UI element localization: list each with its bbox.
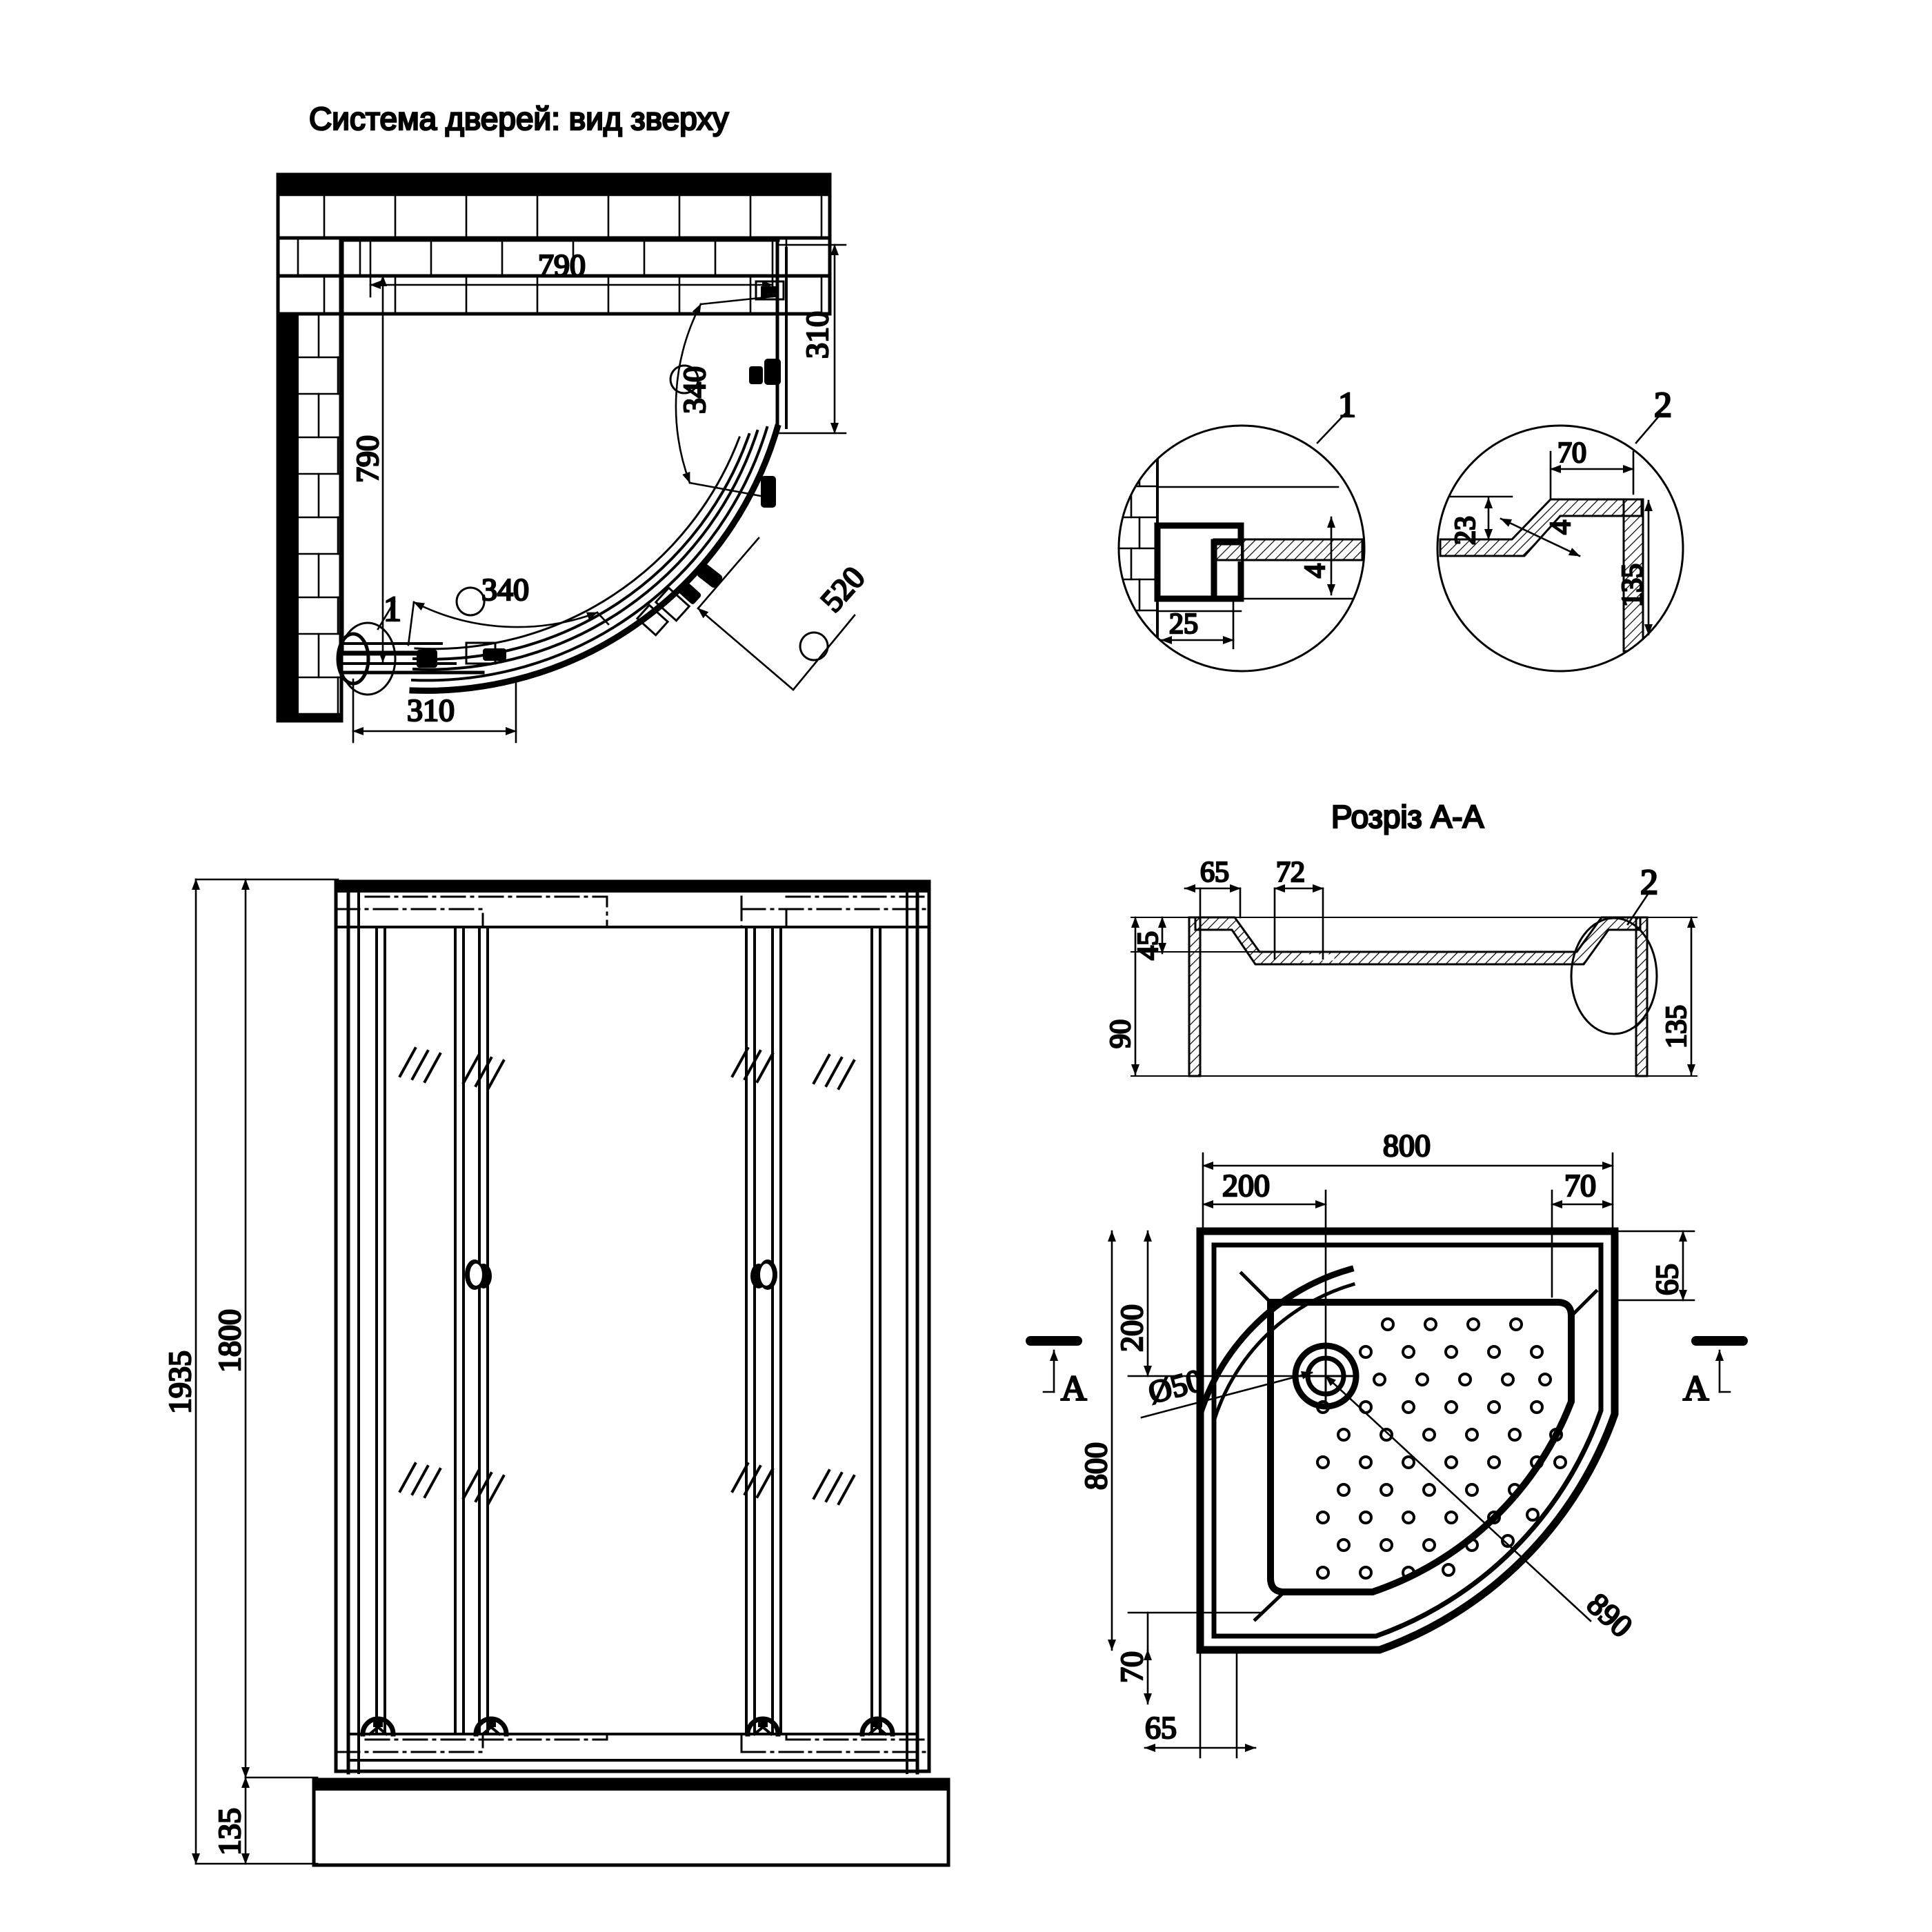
dim-tray-200-left: 200	[1113, 1230, 1326, 1377]
door-handle-left	[465, 1259, 492, 1290]
dim-detail2-23: 23	[1449, 497, 1493, 546]
dim-section-90-text: 90	[1105, 1019, 1137, 1048]
detail-1-label-group: 1	[1316, 385, 1357, 444]
roller-wheels	[360, 1716, 895, 1737]
dim-200-left-text: 200	[1114, 1304, 1149, 1352]
dim-section-90: 90	[1104, 916, 1139, 1076]
dim-65-right-text: 65	[1649, 1264, 1684, 1295]
dim-detail1-25-text: 25	[1169, 608, 1198, 640]
door-hardware-outline	[465, 280, 785, 665]
tray-plan-view: Ø50 890 800 200 70	[1026, 1127, 1748, 1759]
dim-790-v-text: 790	[350, 435, 385, 483]
dim-tray-890: 890	[1324, 1375, 1640, 1645]
dim-top-790-vertical: 790	[349, 275, 387, 664]
dim-detail2-4-text: 4	[1545, 520, 1577, 535]
anti-slip-dots	[1316, 1317, 1567, 1580]
dim-elev-135: 135	[211, 1776, 250, 1865]
dim-elev-1800: 1800	[211, 878, 319, 1779]
detail-2-view: 70 23 4 135 2	[1436, 385, 1684, 673]
dim-detail2-135-text: 135	[1617, 564, 1649, 607]
dim-arc-340-right: 340	[669, 295, 774, 498]
dim-tray-70-bottom: 70	[1113, 1611, 1264, 1705]
detail-marker-1-topview: 1	[339, 589, 402, 696]
dim-top-310-bottom: 310	[352, 678, 517, 744]
dim-arc-340-r-text: 340	[677, 366, 712, 414]
dim-200-top-text: 200	[1222, 1168, 1270, 1203]
dim-1800-text: 1800	[212, 1309, 247, 1373]
section-mark-left: А	[1026, 1336, 1088, 1409]
dim-section-135: 135	[1660, 916, 1695, 1076]
dim-800-left-text: 800	[1078, 1442, 1113, 1490]
section-mark-right-label: А	[1683, 1369, 1709, 1408]
dim-detail2-4: 4	[1500, 517, 1581, 557]
dim-890-text: 890	[1580, 1586, 1639, 1644]
dim-70-top-text: 70	[1564, 1168, 1596, 1203]
dim-detail1-4: 4	[1299, 516, 1335, 596]
dim-tray-drain: Ø50	[1140, 1362, 1313, 1419]
enclosure-top-outline	[339, 237, 788, 656]
dim-310-b-text: 310	[407, 693, 455, 728]
section-mark-right: А	[1682, 1336, 1748, 1409]
dim-tray-65-right: 65	[1613, 1230, 1695, 1302]
dim-tray-200-top: 200	[1202, 1167, 1327, 1377]
dim-tray-800-left: 800	[1077, 1230, 1116, 1651]
detail-marker-1-label: 1	[384, 590, 401, 629]
dim-section-135-text: 135	[1661, 1005, 1693, 1048]
door-handle-right	[750, 1259, 777, 1290]
detail-marker-2-label: 2	[1640, 863, 1658, 902]
detail-1-view: 25 4 1	[1117, 385, 1366, 673]
detail-marker-2-section: 2	[1570, 862, 1659, 1035]
dim-section-45-text: 45	[1133, 931, 1164, 960]
dim-elev-135-text: 135	[212, 1808, 247, 1855]
dim-top-310-right: 310	[776, 243, 847, 435]
dim-section-45: 45	[1132, 916, 1166, 961]
dim-arc-520-text: 520	[814, 559, 872, 618]
dim-detail2-70-text: 70	[1557, 437, 1586, 469]
dim-section-65-text: 65	[1200, 857, 1229, 888]
dim-tray-70-top: 70	[1551, 1167, 1614, 1298]
dim-310-r-text: 310	[799, 311, 835, 359]
dim-arc-340-bottom: 340	[407, 571, 610, 646]
glass-symbol-marks	[398, 1046, 856, 1506]
detail-2-label: 2	[1654, 386, 1672, 425]
dim-detail1-25: 25	[1160, 599, 1235, 650]
dim-section-72-text: 72	[1276, 857, 1305, 888]
dim-70-bottom-text: 70	[1114, 1651, 1149, 1683]
dim-65-bottom-text: 65	[1145, 1710, 1177, 1745]
detail-1-label: 1	[1338, 386, 1356, 425]
dim-arc-520: 520	[697, 537, 873, 691]
dim-section-72: 72	[1273, 856, 1324, 960]
section-a-a-view: 65 72 45 90 135 2	[1104, 856, 1697, 1077]
dim-section-65: 65	[1184, 856, 1242, 919]
dim-top-790-horizontal: 790	[369, 238, 774, 298]
dim-elev-1935: 1935	[161, 878, 339, 1865]
dim-790-h-text: 790	[538, 248, 586, 283]
front-elevation-view: 1935 1800 135	[161, 878, 950, 1867]
dim-detail1-4-text: 4	[1299, 564, 1331, 578]
dim-detail2-135: 135	[1616, 499, 1653, 636]
dim-1935-text: 1935	[162, 1351, 197, 1414]
dim-tray-65-bottom: 65	[1144, 1649, 1257, 1759]
detail-2-label-group: 2	[1635, 385, 1673, 444]
section-mark-left-label: А	[1061, 1369, 1087, 1408]
dim-arc-340-b-text: 340	[481, 572, 529, 607]
top-view-title: Система дверей: вид зверху	[309, 101, 728, 137]
dim-800-top-text: 800	[1383, 1128, 1431, 1163]
section-title: Розріз А-А	[1331, 799, 1484, 835]
door-hardware	[417, 286, 781, 668]
dim-detail2-23-text: 23	[1450, 516, 1482, 545]
dim-detail2-70: 70	[1549, 437, 1635, 473]
dim-tray-800-top: 800	[1202, 1127, 1614, 1236]
sliding-door-arcs	[336, 424, 781, 694]
